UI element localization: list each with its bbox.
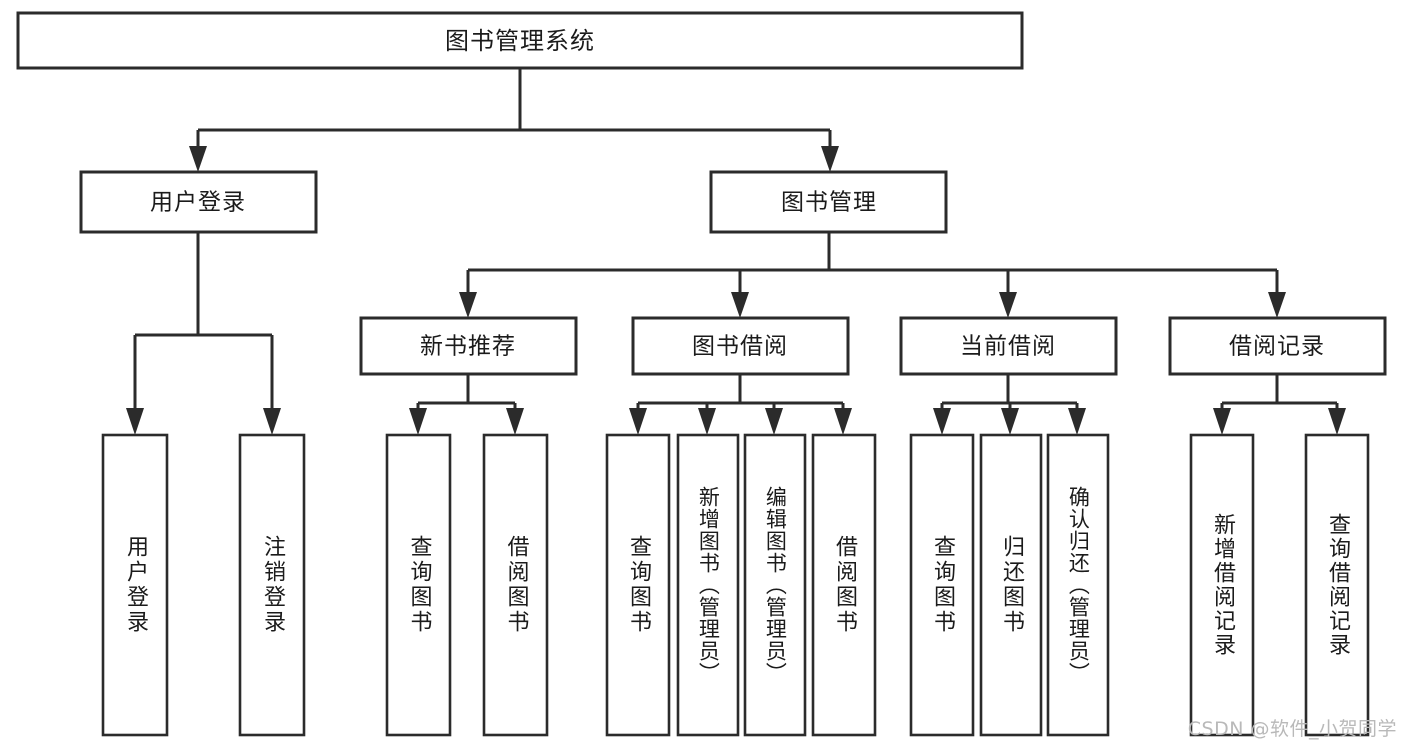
arrow-head-leaf-cb-2 [1001, 408, 1019, 435]
arrow-head-to-book-manage [821, 146, 839, 172]
arrow-head-leaf-user-login [126, 408, 144, 435]
leaf-box-cb-query-book[interactable] [909, 433, 975, 737]
node-borrow-records-label: 借阅记录 [1229, 334, 1325, 360]
connector-book-borrow-to-leaves [629, 374, 852, 435]
node-book-manage-box[interactable] [709, 170, 948, 234]
leaf-box-cb-return-book[interactable] [979, 433, 1043, 737]
arrow-head-leaf-bb-2 [698, 408, 716, 435]
leaf-box-user-login[interactable] [101, 433, 169, 737]
leaf-box-logout[interactable] [238, 433, 306, 737]
arrow-head-leaf-cb-3 [1068, 408, 1086, 435]
arrow-head-book-borrow [731, 292, 749, 318]
leaf-box-nbr-borrow-book[interactable] [482, 433, 549, 737]
node-current-borrow-label: 当前借阅 [960, 334, 1056, 360]
arrow-head-leaf-cb-1 [933, 408, 951, 435]
node-root[interactable]: 图书管理系统 [16, 11, 1024, 70]
leaf-box-nbr-query-book[interactable] [385, 433, 452, 737]
leaf-box-bb-borrow-book[interactable] [811, 433, 877, 737]
leaf-box-cb-confirm-return[interactable] [1046, 433, 1110, 737]
node-book-borrow-box[interactable] [631, 316, 850, 376]
leaf-box-bb-add-book[interactable] [676, 433, 740, 737]
connector-user-login-to-leaves [126, 232, 281, 435]
node-book-manage-label: 图书管理 [781, 190, 877, 216]
arrow-head-borrow-records [1268, 292, 1286, 318]
node-new-book-recommend-label: 新书推荐 [420, 334, 516, 360]
arrow-head-leaf-bb-1 [629, 408, 647, 435]
leaf-box-bb-query-book[interactable] [605, 433, 671, 737]
node-borrow-records[interactable]: 借阅记录 [1168, 316, 1387, 376]
node-book-borrow-label: 图书借阅 [692, 334, 788, 360]
node-user-login[interactable]: 用户登录 [79, 170, 318, 234]
connector-root-to-level1 [189, 68, 839, 172]
leaf-box-br-query-record[interactable] [1304, 433, 1370, 737]
arrow-head-leaf-br-2 [1328, 408, 1346, 435]
leaf-box-bb-edit-book[interactable] [743, 433, 807, 737]
node-book-manage[interactable]: 图书管理 [709, 170, 948, 234]
node-user-login-label: 用户登录 [150, 190, 246, 216]
node-new-book-recommend[interactable]: 新书推荐 [359, 316, 578, 376]
node-borrow-records-box[interactable] [1168, 316, 1387, 376]
arrow-head-leaf-bb-4 [834, 408, 852, 435]
arrow-head-leaf-bb-3 [765, 408, 783, 435]
connector-current-borrow-to-leaves [933, 374, 1086, 435]
node-root-label: 图书管理系统 [445, 27, 595, 55]
arrow-head-leaf-br-1 [1213, 408, 1231, 435]
arrow-head-leaf-logout [263, 408, 281, 435]
connector-new-book-recommend-to-leaves [409, 374, 524, 435]
node-new-book-recommend-box[interactable] [359, 316, 578, 376]
node-root-box[interactable] [16, 11, 1024, 70]
arrow-head-to-user-login [189, 146, 207, 172]
node-book-borrow[interactable]: 图书借阅 [631, 316, 850, 376]
node-current-borrow[interactable]: 当前借阅 [899, 316, 1118, 376]
connector-book-manage-to-level2 [459, 232, 1286, 318]
watermark-text: CSDN @软件_小贺同学 [1187, 718, 1397, 740]
connector-borrow-records-to-leaves [1213, 374, 1346, 435]
arrow-head-new-book-recommend [459, 292, 477, 318]
leaf-box-br-add-record[interactable] [1189, 433, 1255, 737]
arrow-head-leaf-nbr-2 [506, 408, 524, 435]
arrow-head-current-borrow [999, 292, 1017, 318]
arrow-head-leaf-nbr-1 [409, 408, 427, 435]
node-current-borrow-box[interactable] [899, 316, 1118, 376]
